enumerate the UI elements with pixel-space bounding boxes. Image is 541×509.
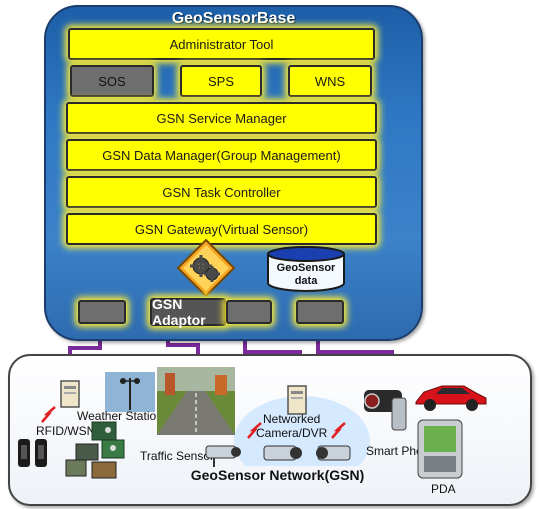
wns-box: WNS (288, 65, 372, 97)
geosensorbase-panel: GeoSensorBase (44, 5, 423, 341)
adaptor-port-3 (296, 300, 344, 324)
geosensor-data-label: GeoSensor data (268, 262, 344, 288)
sensor-boards-icon (65, 421, 125, 479)
signal-bolt-icon (41, 406, 56, 423)
task-controller-box: GSN Task Controller (66, 176, 377, 208)
traffic-sensor-label: Traffic Sensor (140, 449, 215, 463)
service-manager-box: GSN Service Manager (66, 102, 377, 134)
networked-camera-label-line1: Networked (263, 412, 321, 426)
rfid-reader-icon (60, 380, 80, 408)
car-icon (415, 385, 487, 411)
geosensorbase-title: GeoSensorBase (171, 10, 296, 27)
sps-box: SPS (180, 65, 262, 97)
gateway-box: GSN Gateway(Virtual Sensor) (66, 213, 377, 245)
data-manager-box: GSN Data Manager(Group Management) (66, 139, 377, 171)
gsn-adaptor-label: GSN Adaptor (152, 296, 206, 328)
geosensor-data-label-line1: GeoSensor (276, 262, 336, 274)
administrator-tool-box: Administrator Tool (68, 28, 375, 60)
weather-station-label: Weather Station (77, 409, 163, 423)
traffic-camera-icon (205, 445, 241, 467)
networked-camera-label-line2: Camera/DVR (256, 426, 328, 440)
dome-camera-icon (263, 445, 302, 461)
network-camera-server-icon (287, 385, 307, 415)
gear-icon (176, 238, 236, 298)
adaptor-port-2 (226, 300, 272, 324)
geosensor-data-cylinder-icon (267, 246, 345, 292)
rfid-wsn-label: RFID/WSN (36, 424, 96, 438)
gsn-adaptor-box: GSN Adaptor (150, 296, 226, 328)
geosensor-data-label-line2: data (294, 275, 318, 287)
weather-station-icon (105, 372, 155, 412)
rfid-tags-icon (18, 439, 47, 467)
networked-camera-label: Networked Camera/DVR (256, 412, 327, 440)
dome-camera-icon (316, 445, 351, 461)
sos-box: SOS (70, 65, 154, 97)
adaptor-port-1 (78, 300, 126, 324)
signal-bolt-icon (331, 422, 346, 439)
pda-label: PDA (431, 482, 456, 496)
camcorder-icon (364, 390, 407, 431)
traffic-sensor-photo (157, 367, 235, 435)
pda-icon (417, 419, 463, 479)
geosensor-network-title: GeoSensor Network(GSN) (190, 467, 365, 483)
signal-bolt-icon (247, 422, 262, 439)
